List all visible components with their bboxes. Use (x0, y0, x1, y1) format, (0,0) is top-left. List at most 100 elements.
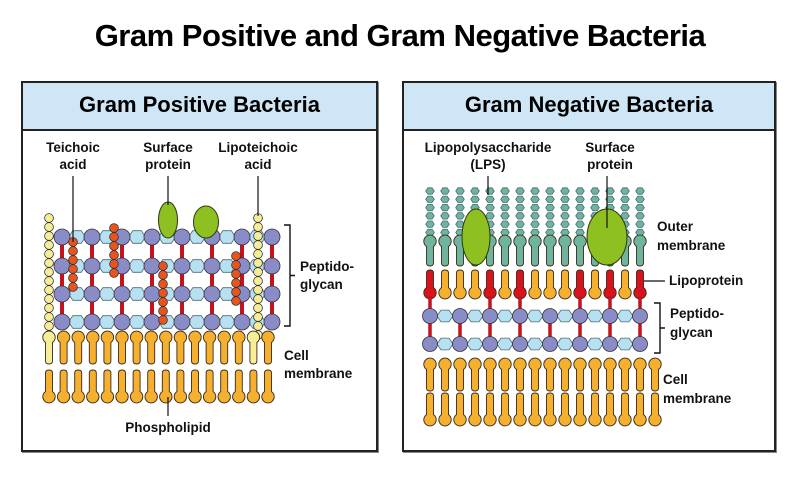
label-gp-surface-protein-1: Surface (143, 140, 193, 155)
lipoprotein (573, 269, 587, 300)
teichoic-acid (109, 241, 119, 251)
teichoic-acid (158, 279, 168, 289)
teichoic-acid (158, 288, 168, 298)
lps-sugar (560, 195, 570, 203)
lipoteichoic-acid (44, 267, 54, 277)
nam-sugar (143, 313, 161, 331)
phospholipid (56, 330, 71, 365)
nam-sugar (173, 257, 191, 275)
phospholipid (159, 369, 173, 404)
lps-sugar (590, 187, 600, 195)
phospholipid (217, 369, 231, 404)
nag-sugar (556, 309, 574, 323)
teichoic-acid (231, 278, 241, 288)
lipoteichoic-acid (44, 321, 54, 331)
lipoteichoic-acid (253, 231, 263, 241)
label-gn-surface-protein-1: Surface (585, 140, 635, 155)
label-outer-membrane-2: membrane (657, 238, 726, 253)
nag-sugar (526, 309, 544, 323)
phospholipid (86, 330, 100, 365)
phospholipid (573, 357, 587, 392)
lps-sugar (455, 220, 465, 228)
phospholipid (633, 357, 647, 392)
phospholipid (648, 357, 662, 392)
nag-sugar (128, 230, 146, 244)
gp-labels: Teichoic acid Surface protein Lipoteicho… (46, 140, 354, 435)
teichoic-acid (68, 246, 78, 256)
phospholipid (453, 357, 467, 392)
teichoic-acid (231, 296, 241, 306)
teichoic-acid (231, 269, 241, 279)
nam-sugar (572, 336, 588, 352)
lps-sugar (575, 187, 585, 195)
phospholipid (100, 369, 115, 404)
lps-sugar (455, 212, 465, 220)
lps-sugar (620, 187, 630, 195)
gram-negative-illustration (422, 176, 665, 427)
lps-sugar (545, 187, 555, 195)
nag-sugar (496, 309, 514, 323)
lps-sugar (425, 187, 435, 195)
lipoteichoic-acid (44, 213, 54, 223)
phospholipid (513, 357, 527, 392)
outer-membrane-lipid (513, 234, 527, 267)
teichoic-acid (68, 264, 78, 274)
lipoteichoic-acid (44, 276, 54, 286)
nam-sugar (143, 257, 161, 275)
label-lipoteichoic-acid-2: acid (244, 157, 271, 172)
nam-sugar (572, 308, 588, 324)
phospholipid (261, 330, 275, 365)
lipoteichoic-acid (44, 312, 54, 322)
nag-sugar (586, 309, 604, 323)
lps-sugar (605, 187, 615, 195)
label-gn-cell-membrane-2: membrane (663, 391, 732, 406)
outer-membrane-lipid (498, 234, 512, 267)
nam-sugar (113, 313, 131, 331)
surface-protein (158, 201, 178, 239)
lipoteichoic-acid (253, 240, 263, 250)
phospholipid (543, 357, 557, 392)
nam-sugar (482, 336, 498, 352)
lps-sugar (515, 187, 525, 195)
gn-labels: Lipopolysaccharide (LPS) Surface protein… (425, 140, 744, 406)
lps-sugar (605, 195, 615, 203)
lps-sugar (500, 203, 510, 212)
lps-sugar (635, 220, 645, 228)
nam-sugar (53, 313, 71, 331)
nam-sugar (203, 285, 221, 303)
phospholipid (483, 357, 497, 392)
lps-sugar (575, 212, 585, 220)
gram-negative-header: Gram Negative Bacteria (404, 83, 774, 131)
lps-sugar (485, 212, 495, 220)
phospholipid (188, 330, 202, 365)
phospholipid (100, 330, 115, 365)
lipoteichoic-acid (253, 294, 263, 304)
label-gn-cell-membrane-1: Cell (663, 372, 688, 387)
lps-sugar (620, 203, 630, 212)
label-lps-2: (LPS) (470, 157, 505, 172)
lps-sugar (635, 212, 645, 220)
nag-sugar (128, 287, 146, 301)
teichoic-acid (109, 268, 119, 278)
phospholipid (558, 357, 572, 392)
label-lipoprotein: Lipoprotein (669, 273, 743, 288)
nag-sugar (586, 337, 604, 351)
phospholipid (159, 330, 173, 365)
phospholipid (603, 357, 617, 392)
lps-sugar (440, 220, 450, 228)
nam-sugar (263, 257, 281, 275)
lps-sugar (425, 203, 435, 212)
lipoteichoic-acid (44, 303, 54, 313)
lps-sugar (485, 203, 495, 212)
phospholipid (453, 269, 467, 300)
nag-sugar (68, 315, 86, 329)
teichoic-acid (158, 306, 168, 316)
teichoic-acid (158, 297, 168, 307)
lipoprotein (483, 269, 497, 300)
teichoic-acid (109, 223, 119, 233)
lps-sugar (440, 203, 450, 212)
phospholipid (513, 392, 527, 427)
phospholipid (261, 369, 275, 404)
phospholipid (71, 369, 85, 404)
